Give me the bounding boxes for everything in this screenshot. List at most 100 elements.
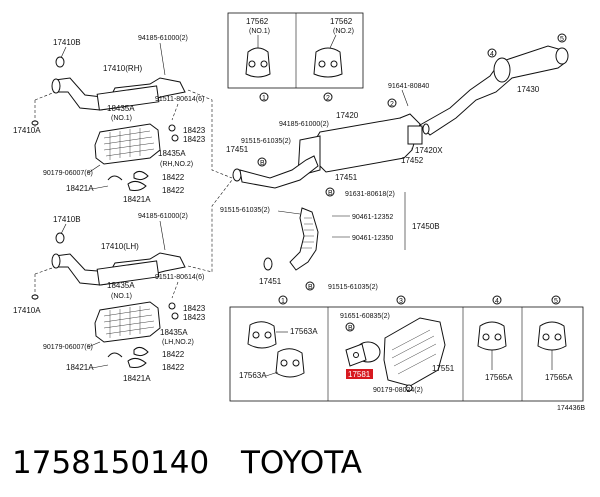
label-17562-1: 17562 [246, 17, 269, 26]
label-17563A-1: 17563A [290, 327, 318, 336]
svg-text:B: B [308, 284, 313, 291]
label-18435A-2-note: (NO.1) [111, 293, 132, 300]
hanger-17565A-b [537, 321, 567, 351]
label-17562-2-note: (NO.2) [333, 28, 354, 35]
hanger-17563A-lower [275, 348, 305, 378]
label-18422-a1: 18422 [162, 173, 185, 182]
label-17410A-a: 17410A [13, 126, 41, 135]
svg-text:4: 4 [495, 298, 499, 305]
svg-text:5: 5 [560, 36, 564, 43]
label-17450B: 17450B [412, 222, 440, 231]
svg-text:B: B [260, 160, 265, 167]
label-18435A-2: 18435A [107, 281, 135, 290]
main-exhaust-group: 4 5 17430 91641-80840 2 17420 94185-6100… [220, 33, 569, 291]
label-17551: 17551 [432, 364, 455, 373]
pipe-17410-lh [51, 252, 186, 286]
heat-shield-rh [94, 123, 161, 165]
front-pipe-17450B [239, 155, 319, 271]
label-18422-a2: 18422 [162, 186, 185, 195]
gasket-17410B-a [55, 56, 65, 68]
label-91651: 91651-60835(2) [340, 313, 390, 320]
callout-2-mid [387, 98, 397, 108]
label-91515-c: 91515-61035(2) [328, 284, 378, 291]
rh-manifold-group: 17410B 94185-61000(2) 17410(RH) 17410A 1… [13, 35, 206, 204]
heat-shield-lh [94, 301, 161, 343]
inset-hangers-17562: 17562 (NO.1) 17562 (NO.2) 1 2 [227, 12, 364, 102]
inset-bottom: 1 3 4 5 17563A 17563A 91651-60835(2) B [229, 295, 584, 402]
callout-4-bottom [492, 295, 502, 305]
label-91515-b: 91515-61035(2) [220, 207, 270, 214]
svg-text:4: 4 [490, 51, 494, 58]
label-91641: 91641-80840 [388, 83, 429, 90]
label-94185-b: 94185-61000(2) [138, 213, 188, 220]
svg-text:B: B [328, 190, 333, 197]
label-17563A-2: 17563A [239, 371, 267, 380]
lh-manifold-group: 17410B 94185-61000(2) 17410(LH) 17410A 1… [13, 213, 206, 383]
label-18421A-b2: 18421A [123, 374, 151, 383]
svg-text:1: 1 [262, 95, 266, 102]
svg-text:2: 2 [326, 95, 330, 102]
svg-text:B: B [348, 325, 353, 332]
label-90461-2: 90461-12350 [352, 235, 393, 242]
label-17451-b: 17451 [335, 173, 358, 182]
label-17565A-2: 17565A [545, 373, 573, 382]
hanger-17565A-a [477, 321, 507, 351]
label-18423-b1: 18423 [183, 304, 206, 313]
hanger-17562-no1 [245, 47, 271, 78]
callout-5-tail [557, 33, 567, 43]
svg-text:3: 3 [399, 298, 403, 305]
label-18435A-1: 18435A [107, 104, 135, 113]
heat-insulator-17551 [383, 317, 446, 387]
callout-4-tail [487, 48, 497, 58]
label-17565A-1: 17565A [485, 373, 513, 382]
highlight-17581 [346, 369, 373, 379]
label-18423-a2: 18423 [183, 135, 206, 144]
label-17410B-b: 17410B [53, 215, 81, 224]
label-17562-1-note: (NO.1) [249, 28, 270, 35]
label-18421A-b: 18421A [66, 363, 94, 372]
label-17430: 17430 [517, 85, 540, 94]
callout-3-bottom [396, 295, 406, 305]
label-17581: 17581 [348, 370, 371, 379]
label-18423-a1: 18423 [183, 126, 206, 135]
diagram-reference-code: 174436B [557, 405, 585, 412]
label-18435A-rh: 18435A [158, 149, 186, 158]
svg-text:5: 5 [554, 298, 558, 305]
label-17410A-b: 17410A [13, 306, 41, 315]
label-17420: 17420 [336, 111, 359, 120]
label-17452: 17452 [401, 156, 424, 165]
label-91515-a: 91515-61035(2) [241, 138, 291, 145]
footer-part-number: 1758150140 [12, 445, 209, 481]
label-94185-a: 94185-61000(2) [138, 35, 188, 42]
hanger-17562-no2 [313, 47, 343, 78]
label-17410B-a: 17410B [53, 38, 81, 47]
label-17451-c: 17451 [259, 277, 282, 286]
callout-1-top [259, 92, 269, 102]
label-18422-b1: 18422 [162, 350, 185, 359]
label-18422-b2: 18422 [162, 363, 185, 372]
exhaust-bracket-17581 [345, 341, 381, 367]
label-17420X: 17420X [415, 146, 443, 155]
tail-pipe-17430 [419, 45, 569, 136]
label-18421A-a: 18421A [66, 184, 94, 193]
label-91511-b: 91511-80614(6) [155, 274, 204, 281]
label-90461-1: 90461-12352 [352, 214, 393, 221]
svg-text:2: 2 [390, 101, 394, 108]
callout-1-bottom [278, 295, 288, 305]
label-17562-2: 17562 [330, 17, 353, 26]
callout-5-bottom [551, 295, 561, 305]
label-18423-b2: 18423 [183, 313, 206, 322]
label-90179-b: 90179-06007(6) [43, 344, 93, 351]
label-18435A-rh-note: (RH,NO.2) [160, 161, 193, 168]
label-18435A-lh: 18435A [160, 328, 188, 337]
label-94185-c: 94185-61000(2) [279, 121, 329, 128]
label-91511-a: 91511-80614(6) [155, 96, 204, 103]
footer-brand: TOYOTA [240, 445, 362, 481]
callout-2-top [323, 92, 333, 102]
label-17410-lh: 17410(LH) [101, 242, 139, 251]
label-90179-c: 90179-08024(2) [373, 387, 423, 394]
label-18435A-1-note: (NO.1) [111, 115, 132, 122]
label-18421A-a2: 18421A [123, 195, 151, 204]
label-18435A-lh-note: (LH,NO.2) [162, 339, 194, 346]
